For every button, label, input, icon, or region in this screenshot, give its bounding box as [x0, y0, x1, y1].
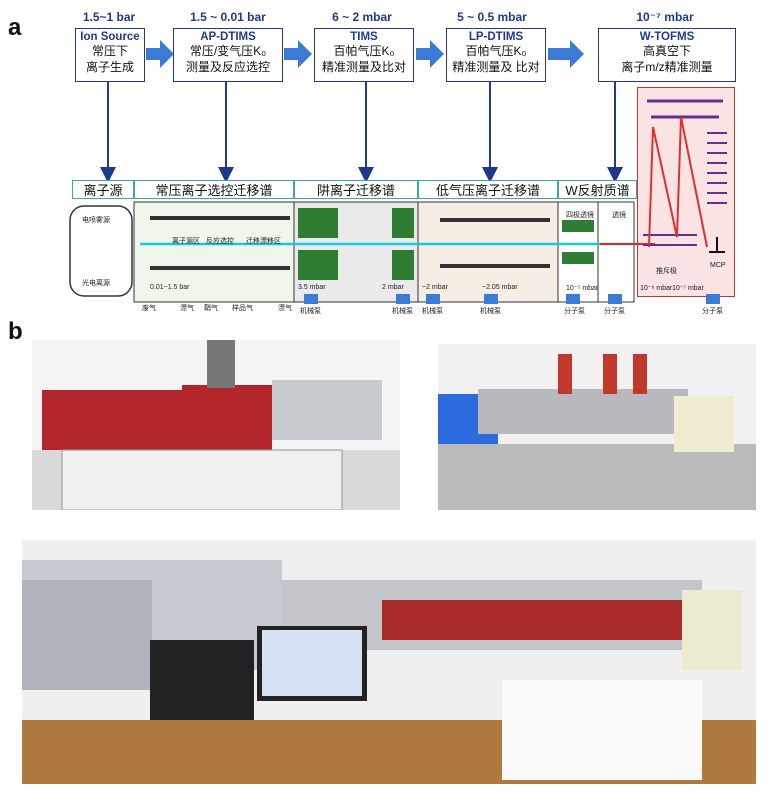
stage-name: AP-DTIMS — [200, 31, 256, 43]
segment-trap-ims: 阱离子迁移谱 — [294, 180, 418, 199]
stage-pressure: 1.5~1 bar — [82, 10, 136, 24]
stage-ap-dtims: AP-DTIMS 常压/变气压K₀ 测量及反应选控 — [173, 28, 283, 82]
stage-ion-source: Ion Source 常压下 离子生成 — [75, 28, 145, 82]
source-label: 电喷雾源 — [82, 217, 110, 224]
flow-arrows — [100, 40, 623, 183]
gas-label: 废气 — [142, 305, 156, 312]
right-arrow — [548, 40, 584, 68]
segment-ion-source: 离子源 — [72, 180, 134, 199]
pump-label: 分子泵 — [604, 308, 625, 315]
stage-line1: 常压/变气压K₀ — [189, 44, 267, 58]
gas-label: 样品气 — [232, 305, 253, 312]
photo-ap-dtims-instrument — [32, 340, 400, 510]
panel-b-letter: b — [8, 318, 23, 345]
stage-name: LP-DTIMS — [468, 31, 524, 43]
gas-label: 鞘气 — [204, 305, 218, 312]
pressure-note: ~2 mbar — [422, 284, 448, 291]
instrument-schematic — [69, 201, 720, 304]
stage-line1: 百帕气压K₀ — [465, 44, 527, 58]
apdtims-label: 迁移漂移区 — [246, 238, 281, 245]
stage-line2: 精准测量及比对 — [321, 60, 406, 74]
photo-full-system — [22, 540, 756, 784]
apdtims-label: 离子源区 — [172, 238, 200, 245]
source-label: 光电离源 — [82, 280, 110, 287]
stage-pressure: 5 ~ 0.5 mbar — [457, 10, 527, 24]
stage-line1: 百帕气压K₀ — [333, 44, 395, 58]
stage-w-tofms: W-TOFMS 高真空下 离子m/z精准测量 — [598, 28, 736, 82]
stage-line2: 精准测量及 比对 — [452, 60, 540, 74]
stage-line1: 常压下 — [91, 44, 128, 58]
pump-label: 机械泵 — [392, 308, 413, 315]
stage-pressure: 10⁻⁷ mbar — [636, 10, 694, 24]
pump-label: 机械泵 — [480, 308, 501, 315]
pressure-note: 0.01~1.5 bar — [150, 284, 190, 291]
tof-label: 推斥极 — [656, 268, 677, 275]
pump-label: 机械泵 — [422, 308, 443, 315]
pressure-note: 10⁻⁵ mbar — [566, 285, 599, 292]
pressure-note: ~2.05 mbar — [482, 284, 518, 291]
apdtims-label: 反应选控 — [206, 238, 234, 245]
pressure-note: 3.5 mbar — [298, 284, 326, 291]
stage-line2: 离子m/z精准测量 — [621, 60, 713, 74]
stage-name: W-TOFMS — [639, 31, 695, 43]
stage-pressure: 6 ~ 2 mbar — [332, 10, 392, 24]
segment-w-tof: W反射质谱 — [558, 180, 637, 199]
right-arrow — [416, 40, 444, 68]
gas-label: 漂气 — [278, 305, 292, 312]
stage-pressure: 1.5 ~ 0.01 bar — [190, 10, 266, 24]
segment-lp-ims: 低气压离子迁移谱 — [418, 180, 558, 199]
pressure-note: 10⁻⁷ mbar — [672, 285, 704, 292]
tof-label: MCP — [710, 262, 726, 269]
segment-ap-ims: 常压离子选控迁移谱 — [134, 180, 294, 199]
gas-label: 漂气 — [180, 305, 194, 312]
right-arrow — [284, 40, 312, 68]
tof-reflectron — [643, 99, 727, 253]
right-arrow — [146, 40, 174, 68]
stage-line2: 离子生成 — [85, 60, 134, 74]
tof-label: 四极透镜 — [566, 212, 594, 219]
pressure-note: 10⁻⁶ mbar — [640, 285, 673, 292]
stage-tims: TIMS 百帕气压K₀ 精准测量及比对 — [314, 28, 414, 82]
stage-line1: 高真空下 — [642, 44, 691, 58]
tof-label: 透镜 — [612, 212, 626, 219]
pressure-note: 2 mbar — [382, 284, 404, 291]
stage-name: TIMS — [350, 31, 378, 43]
pump-label: 分子泵 — [564, 308, 585, 315]
stage-line2: 测量及反应选控 — [185, 60, 270, 74]
panel-a-letter: a — [8, 14, 22, 41]
pump-label: 机械泵 — [300, 308, 321, 315]
pump-label: 分子泵 — [702, 308, 723, 315]
photo-lp-tof-instrument — [438, 344, 756, 510]
stage-name: Ion Source — [80, 31, 140, 43]
stage-lp-dtims: LP-DTIMS 百帕气压K₀ 精准测量及 比对 — [446, 28, 546, 82]
